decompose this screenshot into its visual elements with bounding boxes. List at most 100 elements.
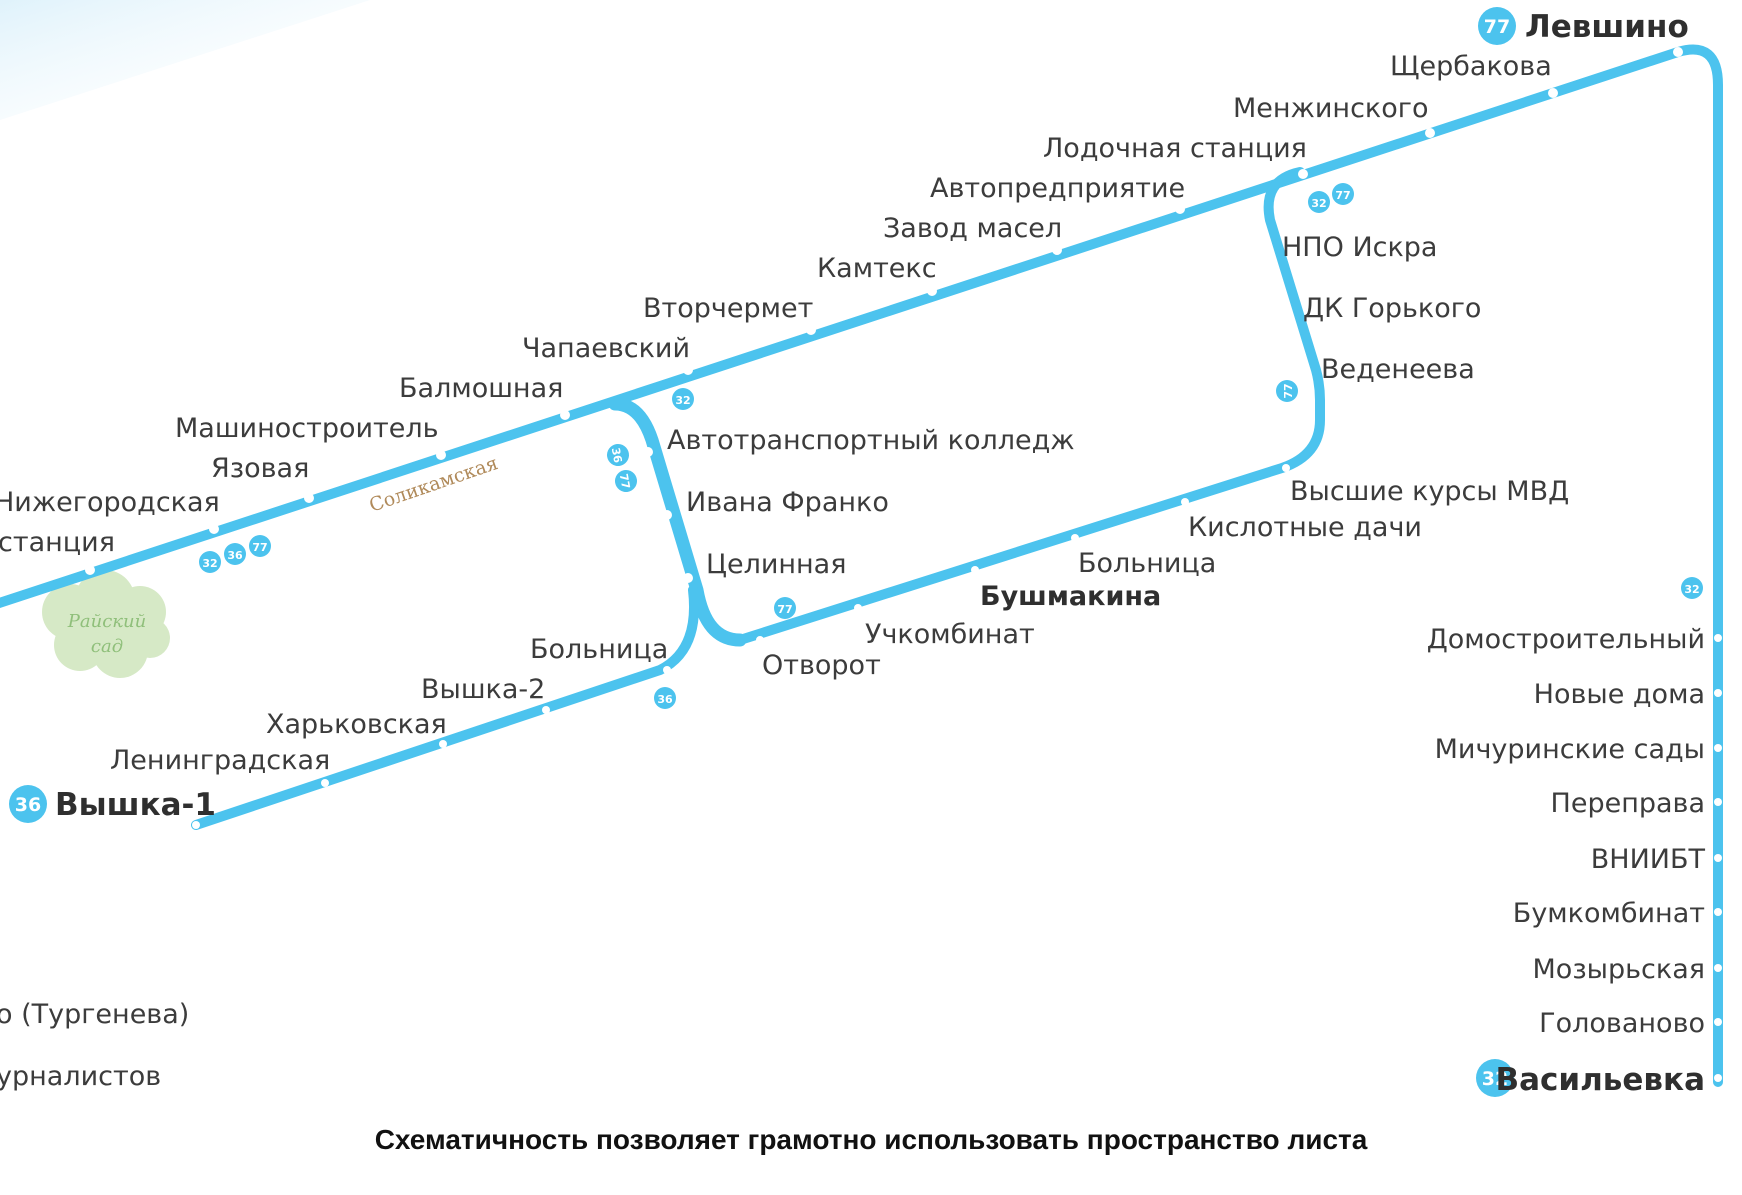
stop-dot-mozyrskaya [1714,964,1722,972]
station-label-michurinskie: Мичуринские сады [1435,734,1705,765]
stop-dot-shcherbakova [1548,88,1558,98]
line-main-trunk [0,44,1723,1087]
stop-dot-bolnitsa-1 [1071,534,1079,542]
stop-dot-vyshka-2 [542,706,550,714]
route-badge-36-terminus: 36 [9,785,47,823]
station-label-turgeneva: о (Тургенева) [0,999,189,1030]
stop-dot-dk-gorkogo [1285,319,1293,327]
stop-dot-stantsiya [85,565,95,575]
station-label-vtorchermet: Вторчермет [643,293,813,324]
route-badge-36-small: 36 [224,543,246,565]
station-label-bolnitsa-1: Больница [1078,548,1216,579]
stop-dot-mashinostroitel [436,450,446,460]
park-blob [130,618,170,658]
svg-text:32: 32 [1684,583,1699,596]
station-label-bolnitsa-2: Больница [530,634,668,665]
station-label-nizhegorodskaya: Нижегородская [0,487,220,518]
station-label-novye-doma: Новые дома [1534,679,1705,710]
station-label-ivana-franko: Ивана Франко [686,487,889,518]
stop-dot-balmoshnaya [560,410,570,420]
route-badges: 77 36 32 32 36 77 32 [9,7,1703,1097]
stop-dot-nizhegorodskaya [209,524,219,534]
station-label-vniibt: ВНИИБТ [1591,844,1706,875]
station-label-shcherbakova: Щербакова [1390,51,1552,82]
svg-text:32: 32 [202,557,217,570]
park-label-line1: Райский [67,611,146,632]
station-label-npo-iskra: НПО Искра [1282,232,1437,263]
station-labels: Левшино Щербакова Менжинского Лодочная с… [0,9,1705,1098]
stop-dot-menzhinskogo [1425,128,1435,138]
station-label-balmoshnaya: Балмошная [399,373,563,404]
stop-dot-zavod-masel [1052,245,1062,255]
station-label-zavod-masel: Завод масел [883,213,1062,244]
stop-dot-novye-doma [1714,689,1722,697]
station-label-chapaevskiy: Чапаевский [522,333,690,364]
route-badge-32-small: 32 [672,388,694,410]
stop-dot-lodochnaya [1298,169,1308,179]
route-badge-77-small: 77 [1332,183,1354,205]
svg-text:36: 36 [609,447,625,465]
station-label-levshino: Левшино [1525,9,1689,45]
park-raisky-sad: Райский сад [42,570,170,678]
station-label-avtopredpriyatie: Автопредприятие [930,173,1185,204]
stop-dot-kharkovskaya [439,740,447,748]
stop-dot-uchkombinat [854,604,862,612]
route-badge-32-terminus: 32 [1476,1059,1514,1097]
stop-dot-vyshka-1 [192,821,200,829]
svg-text:36: 36 [227,549,243,562]
svg-text:36: 36 [657,693,673,706]
stop-dot-tselinnaya [683,573,693,583]
route-badge-36-small: 36 [654,687,676,709]
station-label-mashinostroitel: Машиностроитель [175,413,439,444]
station-label-zhurnalistov: урналистов [0,1061,161,1092]
stop-dot-vasilevka [1714,1074,1722,1082]
stop-dot-avtotransportny [643,447,653,457]
svg-text:77: 77 [777,603,792,616]
station-label-bushmakina: Бушмакина [980,581,1161,612]
stop-dot-leningradskaya [321,779,329,787]
route-badge-36-small: 36 [607,444,629,466]
svg-text:77: 77 [617,473,632,490]
route-lines [0,44,1723,1087]
station-label-dk-gorkogo: ДК Горького [1303,293,1481,324]
station-label-otvorot: Отворот [762,650,881,681]
station-label-vyshka-2: Вышка-2 [421,674,545,705]
park-label-line2: сад [91,636,123,657]
stop-dot-vedeneeva [1304,380,1312,388]
svg-text:77: 77 [252,541,267,554]
stop-dot-chapaevskiy [683,365,693,375]
stop-dot-kamteks [927,286,937,296]
svg-text:36: 36 [15,794,41,816]
station-label-bumkombinat: Бумкомбинат [1513,898,1705,929]
line-loop-bottom [735,167,1325,645]
station-label-yazovaya: Язовая [211,453,309,484]
station-label-mozyrskaya: Мозырьская [1533,954,1705,985]
station-label-leningradskaya: Ленинградская [110,745,330,776]
svg-text:77: 77 [1282,383,1295,398]
stop-dot-bumkombinat [1714,908,1722,916]
svg-text:77: 77 [1484,16,1510,38]
park-blob [54,619,106,671]
route-badge-32-small: 32 [199,551,221,573]
route-badge-77-small: 77 [615,470,637,492]
station-label-vasilevka: Васильевка [1495,1062,1705,1098]
route-badge-77-small: 77 [774,597,796,619]
stop-dot-ivana-franko [662,510,672,520]
stop-dot-michurinskie [1714,744,1722,752]
stop-dots [85,47,1722,1082]
svg-text:32: 32 [675,394,690,407]
stop-dot-domostroitelny [1714,634,1722,642]
station-label-tselinnaya: Целинная [706,549,846,580]
station-label-vyshka-1: Вышка-1 [55,787,216,823]
station-label-stantsiya: станция [0,527,115,558]
stop-dot-otvorot [756,636,764,644]
station-label-menzhinskogo: Менжинского [1233,93,1428,124]
stop-dot-vysshie-kursy [1282,464,1290,472]
stop-dot-kislotnye [1181,498,1189,506]
line-branch-vyshka [191,585,699,830]
station-label-pereprava: Переправа [1551,788,1705,819]
route-badge-32-small: 32 [1308,191,1330,213]
stop-dot-vtorchermet [806,325,816,335]
svg-text:32: 32 [1482,1068,1508,1090]
